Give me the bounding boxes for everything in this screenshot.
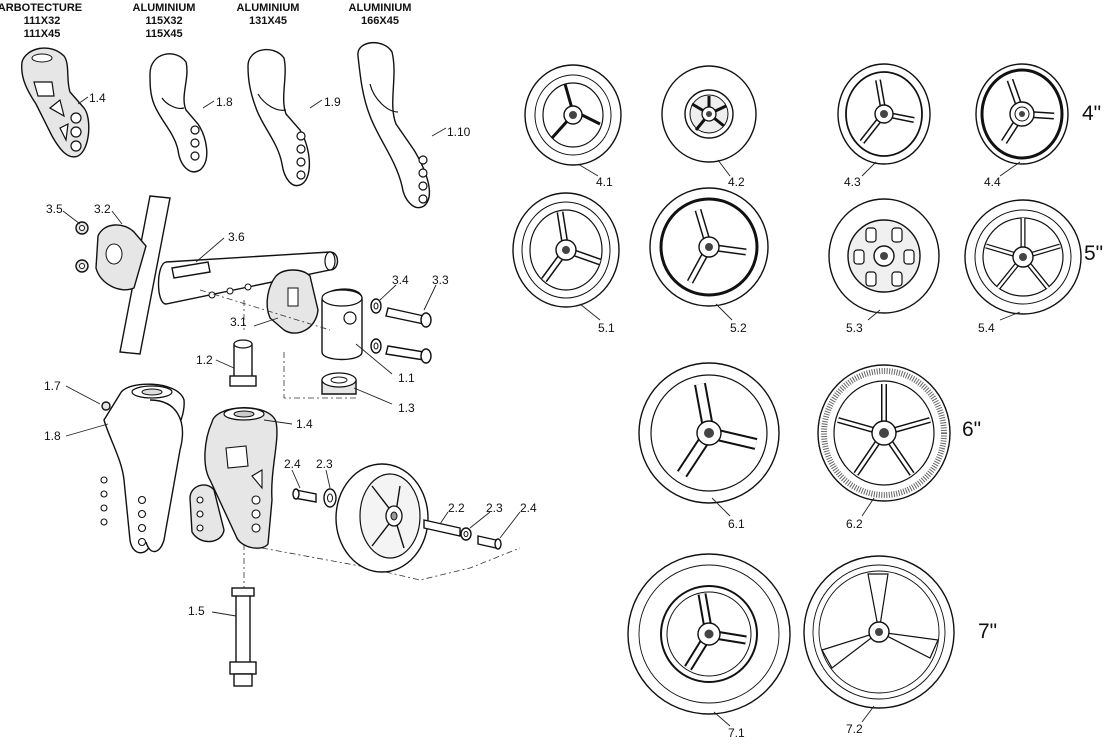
fork-header-1-line2: 111X32 <box>24 15 61 27</box>
label-1-2: 1.2 <box>196 353 213 367</box>
wheel-catalog: 4.1 4.2 4.3 4.4 5.1 5.2 5.3 5.4 6.1 6.2 … <box>512 63 1103 740</box>
wheel-4-2-drawing <box>661 65 757 163</box>
label-wheel-4-2: 4.2 <box>728 175 745 189</box>
label-fork-1-10: 1.10 <box>447 125 471 139</box>
label-wheel-5-4: 5.4 <box>978 321 995 335</box>
wheel-7-1-drawing <box>627 553 791 715</box>
size-label-4-inch: 4" <box>1082 102 1101 125</box>
fork-header-2-line2: 115X32 <box>145 15 182 27</box>
label-wheel-7-2: 7.2 <box>846 722 863 736</box>
size-label-5-inch: 5" <box>1084 242 1103 265</box>
fork-header-2-line3: 115X45 <box>145 28 182 40</box>
label-2-2: 2.2 <box>448 501 465 515</box>
label-1-3: 1.3 <box>398 401 415 415</box>
label-1-5: 1.5 <box>188 604 205 618</box>
fork-header-carbotecture: CARBOTECTURE 111X32 111X45 <box>0 2 82 40</box>
label-fork-1-8: 1.8 <box>216 95 233 109</box>
label-wheel-4-3: 4.3 <box>844 175 861 189</box>
fork-header-2-line1: ALUMINIUM <box>133 2 196 14</box>
wheel-5-4-drawing <box>964 199 1082 315</box>
wheel-5-2-drawing <box>649 187 769 307</box>
label-3-6: 3.6 <box>228 230 245 244</box>
exploded-assembly-drawing <box>75 195 521 687</box>
label-3-4: 3.4 <box>392 273 409 287</box>
size-label-6-inch: 6" <box>962 418 981 441</box>
wheel-6-2-drawing <box>817 364 951 502</box>
fork-header-3-line2: 131X45 <box>249 15 287 27</box>
label-wheel-6-1: 6.1 <box>728 517 745 531</box>
label-3-5: 3.5 <box>46 202 63 216</box>
label-wheel-6-2: 6.2 <box>846 517 863 531</box>
label-2-4-left: 2.4 <box>284 457 301 471</box>
label-fork-1-9: 1.9 <box>324 95 341 109</box>
label-2-3-right: 2.3 <box>486 501 503 515</box>
wheel-6-1-drawing <box>638 362 780 504</box>
wheel-5-1-drawing <box>512 192 620 308</box>
assembly-labels: 3.5 3.2 3.6 3.4 3.3 3.1 1.2 1.1 1.3 1.7 … <box>44 202 537 618</box>
wheel-4-3-drawing <box>837 63 931 165</box>
label-wheel-4-4: 4.4 <box>984 175 1001 189</box>
fork-header-aluminium-166: ALUMINIUM 166X45 <box>349 2 412 27</box>
label-1-7: 1.7 <box>44 379 61 393</box>
wheel-5-3-drawing <box>828 198 940 314</box>
fork-header-aluminium-131: ALUMINIUM 131X45 <box>237 2 300 27</box>
label-1-8-assembly: 1.8 <box>44 429 61 443</box>
assembly-leader-lines <box>62 210 521 617</box>
fork-header-aluminium-115: ALUMINIUM 115X32 115X45 <box>133 2 196 40</box>
label-2-4-right: 2.4 <box>520 501 537 515</box>
size-label-7-inch: 7" <box>978 620 997 643</box>
label-fork-1-4: 1.4 <box>89 91 106 105</box>
wheel-leader-lines <box>577 159 1021 727</box>
fork-carbotecture-drawing <box>21 47 90 158</box>
fork-aluminium-131-drawing <box>247 48 323 187</box>
fork-header-4-line1: ALUMINIUM <box>349 2 412 14</box>
fork-header-4-line2: 166X45 <box>361 15 399 27</box>
fork-aluminium-115-drawing <box>149 53 215 173</box>
label-wheel-7-1: 7.1 <box>728 726 745 740</box>
wheel-4-4-drawing <box>975 63 1069 165</box>
fork-header-3-line1: ALUMINIUM <box>237 2 300 14</box>
label-1-1: 1.1 <box>398 371 415 385</box>
fork-header-1-line3: 111X45 <box>24 28 61 40</box>
fork-header-1-line1: CARBOTECTURE <box>0 2 82 14</box>
label-3-1: 3.1 <box>230 315 247 329</box>
label-3-2: 3.2 <box>94 202 111 216</box>
label-1-4-assembly: 1.4 <box>296 417 313 431</box>
wheel-7-2-drawing <box>803 555 955 709</box>
label-3-3: 3.3 <box>432 273 449 287</box>
fork-aluminium-166-drawing <box>357 42 447 209</box>
wheel-labels: 4.1 4.2 4.3 4.4 5.1 5.2 5.3 5.4 6.1 6.2 … <box>596 175 1001 740</box>
label-wheel-5-1: 5.1 <box>598 321 615 335</box>
wheel-size-labels: 4" 5" 6" 7" <box>962 102 1103 643</box>
label-2-3-left: 2.3 <box>316 457 333 471</box>
wheel-4-1-drawing <box>524 64 622 166</box>
label-wheel-5-3: 5.3 <box>846 321 863 335</box>
label-wheel-5-2: 5.2 <box>730 321 747 335</box>
label-wheel-4-1: 4.1 <box>596 175 613 189</box>
